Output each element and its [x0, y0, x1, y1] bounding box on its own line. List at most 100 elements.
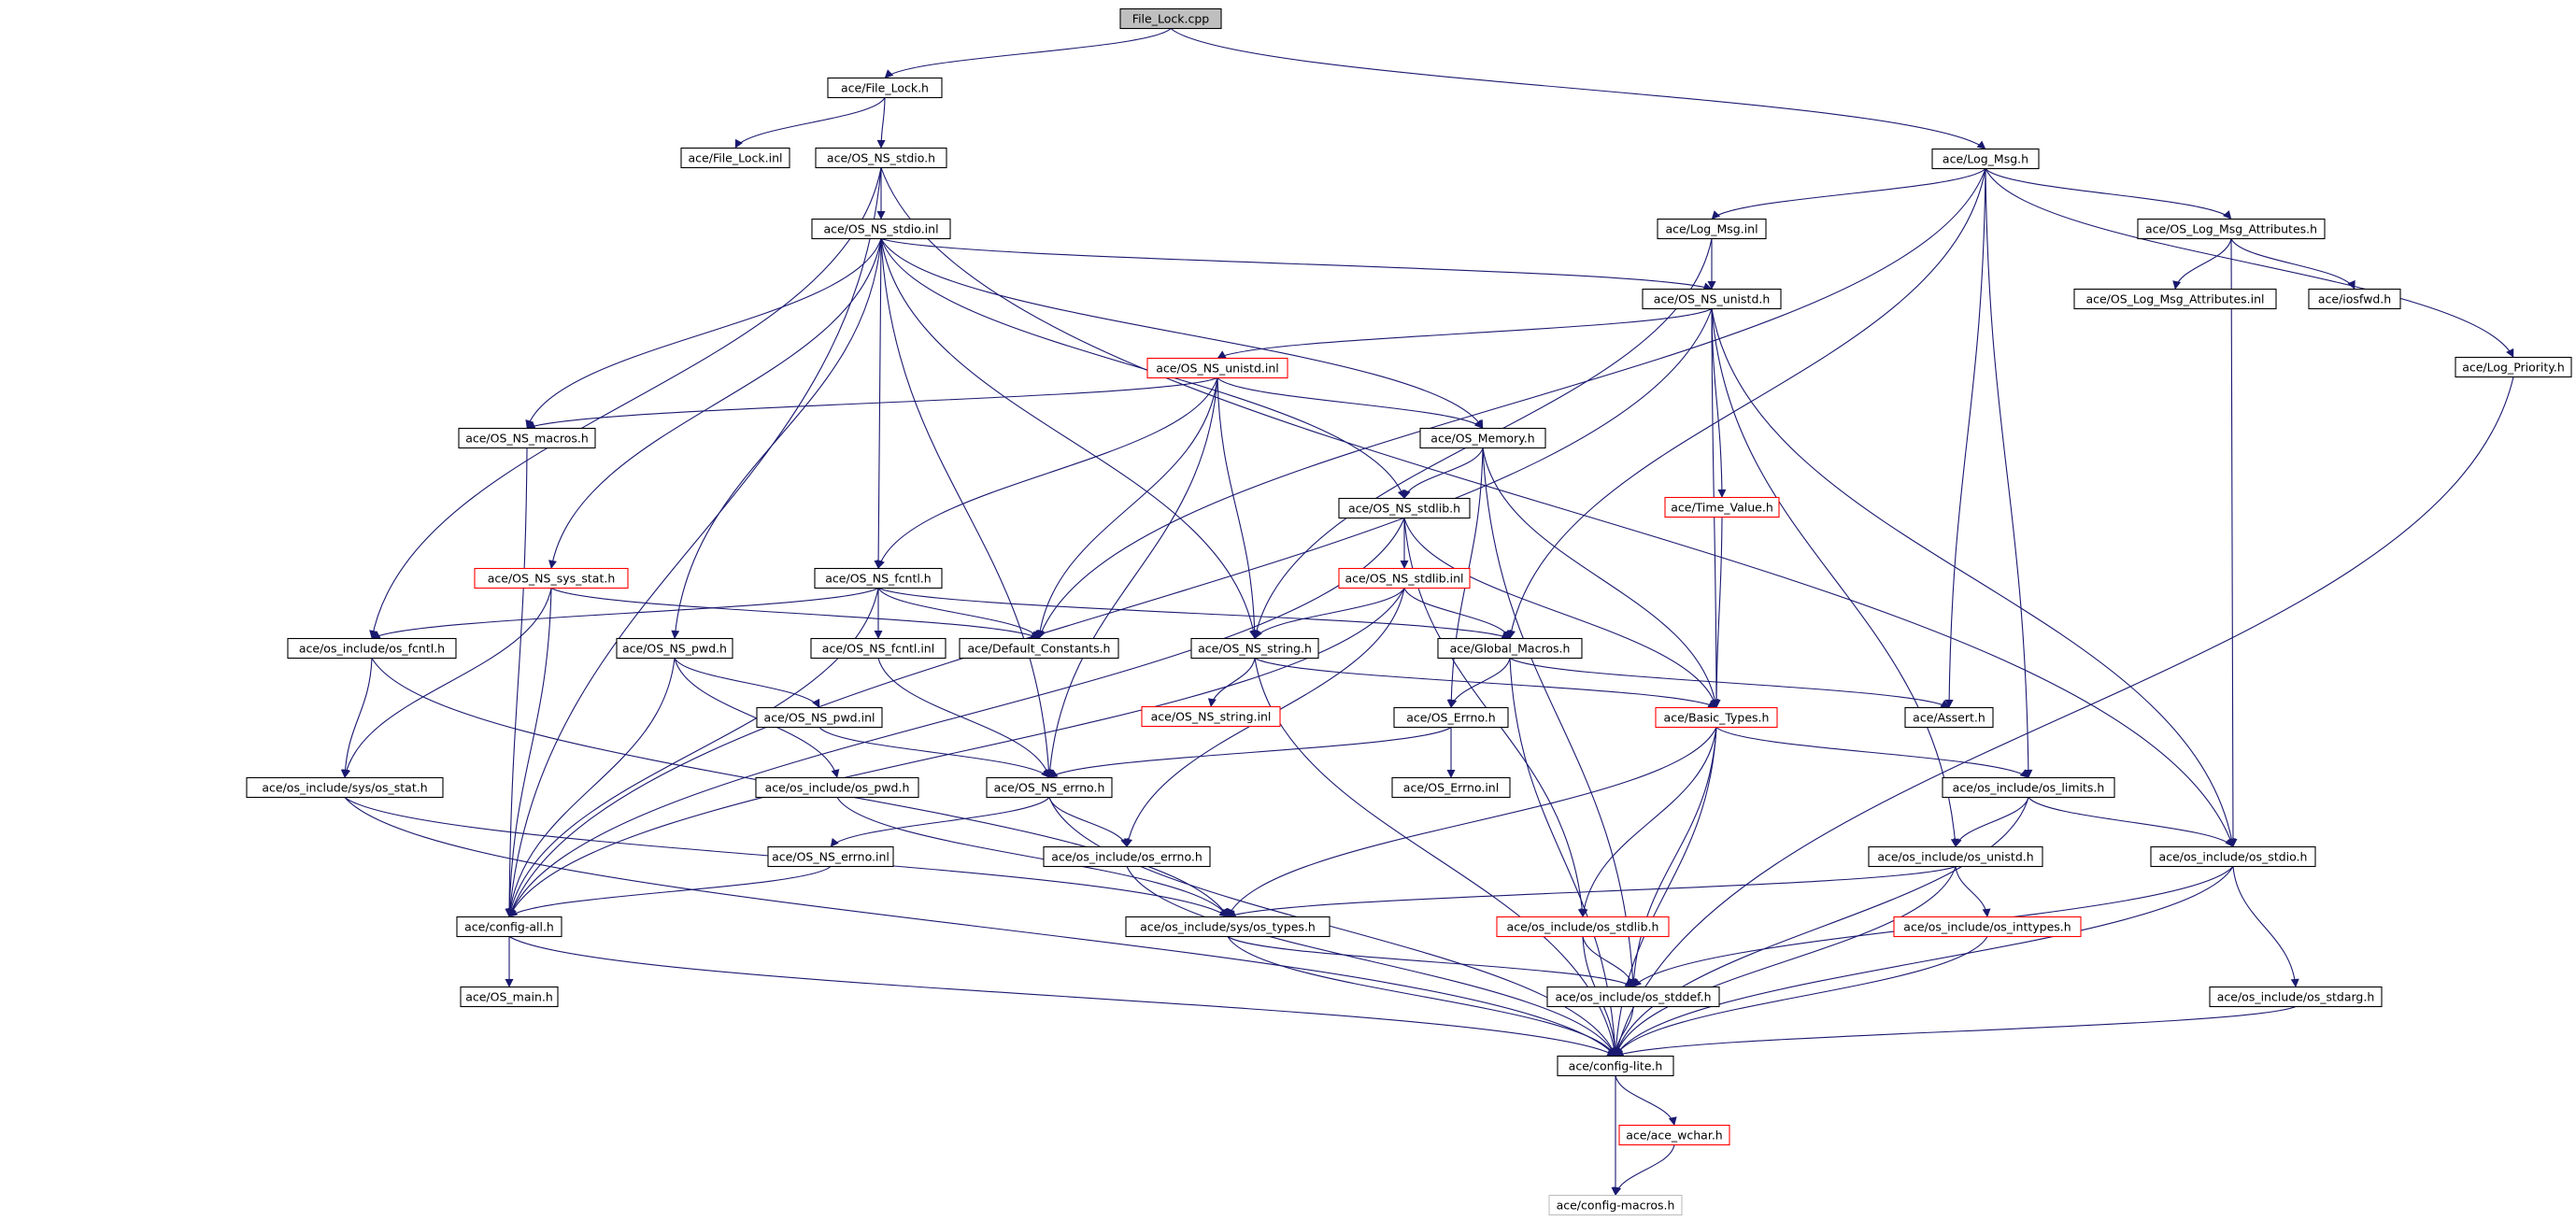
- node-os_include_os_stdio_h[interactable]: ace/os_include/os_stdio.h: [2150, 845, 2316, 868]
- node-os_main_h[interactable]: ace/OS_main.h: [460, 986, 559, 1008]
- node-box[interactable]: [1557, 1055, 1674, 1077]
- node-box[interactable]: [287, 637, 457, 660]
- node-box[interactable]: [1655, 706, 1778, 729]
- node-box[interactable]: [1664, 496, 1780, 518]
- node-os_ns_string_inl[interactable]: ace/OS_NS_string.inl: [1141, 705, 1281, 728]
- node-box[interactable]: [2073, 288, 2277, 310]
- node-box[interactable]: [2308, 288, 2401, 310]
- node-box[interactable]: [959, 637, 1119, 660]
- node-os_include_os_stdarg_h[interactable]: ace/os_include/os_stdarg.h: [2209, 986, 2383, 1008]
- node-os_ns_string_h[interactable]: ace/OS_NS_string.h: [1190, 637, 1319, 660]
- node-os_ns_pwd_inl[interactable]: ace/OS_NS_pwd.inl: [756, 706, 883, 729]
- node-box[interactable]: [616, 637, 733, 660]
- node-global_macros_h[interactable]: ace/Global_Macros.h: [1437, 637, 1583, 660]
- node-os_include_sys_os_types_h[interactable]: ace/os_include/sys/os_types.h: [1125, 916, 1331, 938]
- node-os_ns_stdio_h[interactable]: ace/OS_NS_stdio.h: [815, 147, 947, 169]
- node-os_ns_fcntl_h[interactable]: ace/OS_NS_fcntl.h: [814, 567, 943, 589]
- node-box[interactable]: [827, 77, 943, 99]
- node-os_include_os_unistd_h[interactable]: ace/os_include/os_unistd.h: [1868, 845, 2043, 868]
- node-os_memory_h[interactable]: ace/OS_Memory.h: [1419, 427, 1546, 449]
- node-box[interactable]: [1393, 706, 1509, 729]
- node-os_ns_errno_inl[interactable]: ace/OS_NS_errno.inl: [767, 845, 894, 868]
- node-box[interactable]: [2137, 218, 2326, 240]
- node-os_ns_unistd_inl[interactable]: ace/OS_NS_unistd.inl: [1146, 357, 1288, 379]
- node-os_log_msg_attr_inl[interactable]: ace/OS_Log_Msg_Attributes.inl: [2073, 288, 2277, 310]
- node-config_macros_h[interactable]: ace/config-macros.h: [1548, 1194, 1683, 1216]
- node-os_ns_fcntl_inl[interactable]: ace/OS_NS_fcntl.inl: [810, 637, 946, 660]
- node-config_lite_h[interactable]: ace/config-lite.h: [1557, 1055, 1674, 1077]
- node-os_ns_macros_h[interactable]: ace/OS_NS_macros.h: [458, 427, 596, 449]
- node-os_ns_unistd_h[interactable]: ace/OS_NS_unistd.h: [1642, 288, 1782, 310]
- node-box[interactable]: [1642, 288, 1782, 310]
- node-box[interactable]: [1868, 845, 2043, 868]
- node-os_errno_h[interactable]: ace/OS_Errno.h: [1393, 706, 1509, 729]
- node-log_msg_inl[interactable]: ace/Log_Msg.inl: [1657, 218, 1767, 240]
- node-box[interactable]: [756, 706, 883, 729]
- node-box[interactable]: [814, 567, 943, 589]
- node-os_ns_stdlib_h[interactable]: ace/OS_NS_stdlib.h: [1338, 497, 1471, 519]
- node-iosfwd_h[interactable]: ace/iosfwd.h: [2308, 288, 2401, 310]
- node-box[interactable]: [1931, 148, 2040, 170]
- node-file_lock_h[interactable]: ace/File_Lock.h: [827, 77, 943, 99]
- node-os_include_os_stddef_h[interactable]: ace/os_include/os_stddef.h: [1546, 986, 1720, 1008]
- node-box[interactable]: [1146, 357, 1288, 379]
- node-box[interactable]: [474, 567, 629, 589]
- node-box[interactable]: [986, 776, 1113, 799]
- node-box[interactable]: [811, 218, 951, 240]
- node-box[interactable]: [1893, 916, 2082, 938]
- node-box[interactable]: [1043, 845, 1211, 868]
- node-box[interactable]: [1657, 218, 1767, 240]
- node-box[interactable]: [1338, 497, 1471, 519]
- node-os_include_os_pwd_h[interactable]: ace/os_include/os_pwd.h: [755, 776, 919, 799]
- node-box[interactable]: [1141, 705, 1281, 728]
- node-os_include_os_fcntl_h[interactable]: ace/os_include/os_fcntl.h: [287, 637, 457, 660]
- node-os_ns_stdlib_inl[interactable]: ace/OS_NS_stdlib.inl: [1338, 567, 1471, 589]
- node-box[interactable]: [2455, 356, 2572, 378]
- node-os_ns_pwd_h[interactable]: ace/OS_NS_pwd.h: [616, 637, 733, 660]
- node-box[interactable]: [1419, 427, 1546, 449]
- node-basic_types_h[interactable]: ace/Basic_Types.h: [1655, 706, 1778, 729]
- node-os_ns_sys_stat_h[interactable]: ace/OS_NS_sys_stat.h: [474, 567, 629, 589]
- node-box[interactable]: [2150, 845, 2316, 868]
- node-box[interactable]: [680, 147, 790, 169]
- node-box[interactable]: [1942, 776, 2115, 799]
- node-os_errno_inl[interactable]: ace/OS_Errno.inl: [1391, 776, 1511, 799]
- node-box[interactable]: [1618, 1124, 1730, 1146]
- node-assert_h[interactable]: ace/Assert.h: [1904, 706, 1994, 729]
- node-box[interactable]: [1391, 776, 1511, 799]
- node-time_value_h[interactable]: ace/Time_Value.h: [1664, 496, 1780, 518]
- node-config_all_h[interactable]: ace/config-all.h: [456, 916, 562, 938]
- node-box[interactable]: [755, 776, 919, 799]
- node-box[interactable]: [458, 427, 596, 449]
- node-ace_wchar_h[interactable]: ace/ace_wchar.h: [1618, 1124, 1730, 1146]
- node-box[interactable]: [810, 637, 946, 660]
- node-default_constants_h[interactable]: ace/Default_Constants.h: [959, 637, 1119, 660]
- node-os_include_sys_os_stat_h[interactable]: ace/os_include/sys/os_stat.h: [246, 776, 444, 799]
- node-os_include_os_inttypes_h[interactable]: ace/os_include/os_inttypes.h: [1893, 916, 2082, 938]
- node-os_ns_stdio_inl[interactable]: ace/OS_NS_stdio.inl: [811, 218, 951, 240]
- node-log_priority_h[interactable]: ace/Log_Priority.h: [2455, 356, 2572, 378]
- node-box[interactable]: [460, 986, 559, 1008]
- node-file_lock_inl[interactable]: ace/File_Lock.inl: [680, 147, 790, 169]
- node-os_include_os_errno_h[interactable]: ace/os_include/os_errno.h: [1043, 845, 1211, 868]
- node-log_msg_h[interactable]: ace/Log_Msg.h: [1931, 148, 2040, 170]
- node-box[interactable]: [1125, 916, 1331, 938]
- node-box[interactable]: [767, 845, 894, 868]
- node-box[interactable]: [1119, 7, 1222, 30]
- node-box[interactable]: [246, 776, 444, 799]
- node-os_include_os_stdlib_h[interactable]: ace/os_include/os_stdlib.h: [1496, 916, 1670, 938]
- node-box[interactable]: [1496, 916, 1670, 938]
- node-box[interactable]: [456, 916, 562, 938]
- node-os_ns_errno_h[interactable]: ace/OS_NS_errno.h: [986, 776, 1113, 799]
- node-os_log_msg_attr_h[interactable]: ace/OS_Log_Msg_Attributes.h: [2137, 218, 2326, 240]
- node-os_include_os_limits_h[interactable]: ace/os_include/os_limits.h: [1942, 776, 2115, 799]
- node-box[interactable]: [1546, 986, 1720, 1008]
- node-box[interactable]: [1548, 1194, 1683, 1216]
- node-box[interactable]: [1190, 637, 1319, 660]
- node-box[interactable]: [1904, 706, 1994, 729]
- node-box[interactable]: [815, 147, 947, 169]
- node-box[interactable]: [2209, 986, 2383, 1008]
- node-file_lock_cpp[interactable]: File_Lock.cpp: [1119, 7, 1222, 30]
- node-box[interactable]: [1338, 567, 1471, 589]
- node-box[interactable]: [1437, 637, 1583, 660]
